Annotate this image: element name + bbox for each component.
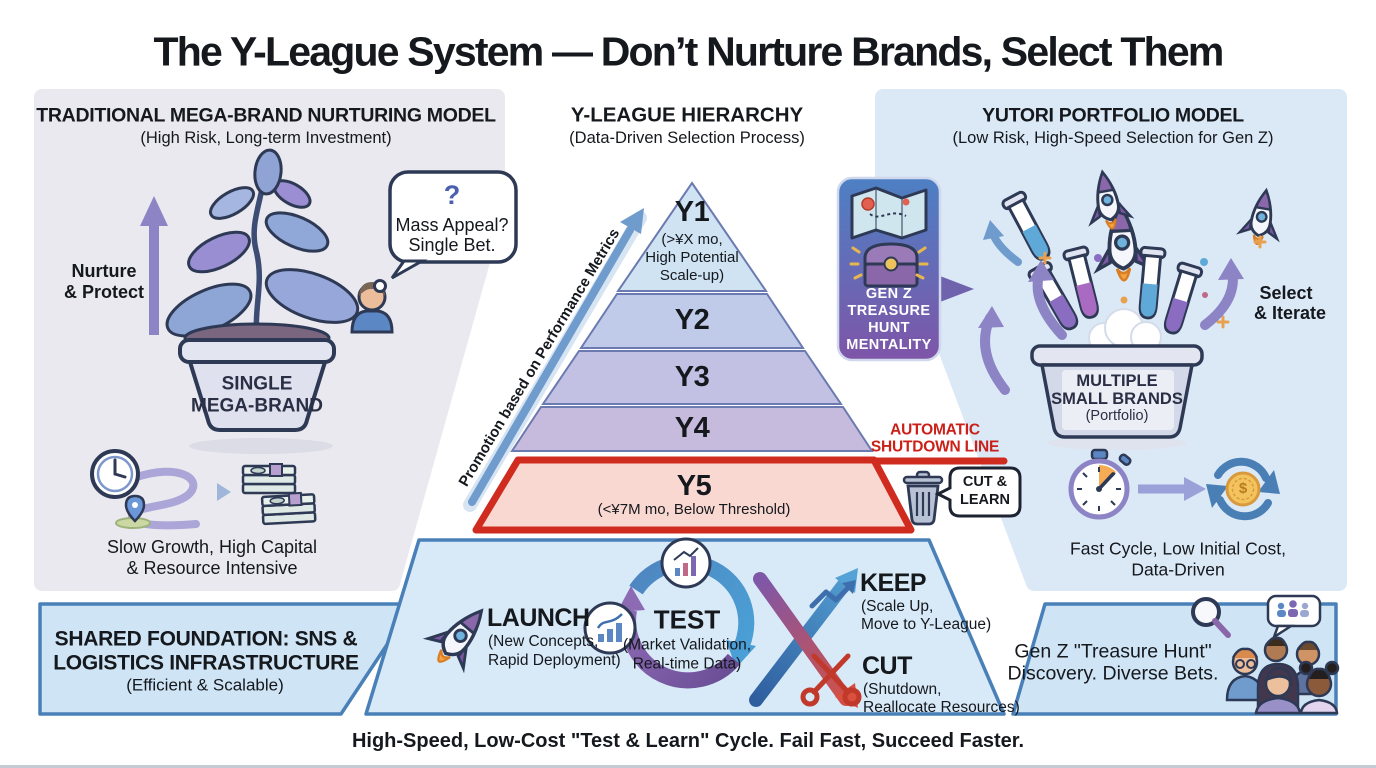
cut-label: CUT bbox=[862, 652, 912, 680]
y1-caption-line1: (>¥X mo, bbox=[661, 230, 723, 248]
right-caption-line2: Data-Driven bbox=[1131, 559, 1225, 580]
coin-cycle-icon bbox=[1206, 457, 1280, 521]
map-icon bbox=[850, 186, 928, 240]
test-label: TEST bbox=[653, 604, 721, 635]
keep-caption-line2: Move to Y-League) bbox=[861, 616, 992, 633]
cut-learn-bubble bbox=[934, 466, 1022, 518]
center-panel-title: Y-LEAGUE HIERARCHY bbox=[570, 103, 804, 127]
container-line3: (Portfolio) bbox=[1085, 408, 1149, 425]
right-panel-subtitle: (Low Risk, High-Speed Selection for Gen … bbox=[952, 128, 1274, 147]
chart-icon bbox=[660, 537, 712, 589]
chart-icon bbox=[583, 601, 637, 655]
pot-label-line2: MEGA-BRAND bbox=[191, 395, 323, 417]
shutdown-label-line2: SHUTDOWN LINE bbox=[870, 438, 1000, 456]
genz-card-line3: HUNT bbox=[868, 320, 910, 337]
treasure-chest-icon bbox=[849, 242, 929, 288]
nurture-label-line2: & Protect bbox=[63, 282, 145, 303]
clock-route-icon bbox=[90, 449, 231, 530]
trash-icon bbox=[902, 470, 944, 526]
test-caption-line2: Real-time Data) bbox=[632, 655, 742, 673]
genz-card-line4: MENTALITY bbox=[846, 337, 932, 354]
pyramid-level-y2 bbox=[579, 293, 805, 349]
pyramid-level-y1 bbox=[616, 181, 768, 292]
genz-card-line1: GEN Z bbox=[865, 286, 913, 303]
launch-caption-line1: (New Concepts, bbox=[488, 633, 599, 650]
people-group-icon bbox=[1225, 636, 1340, 715]
stopwatch-icon bbox=[1068, 448, 1132, 520]
pyramid-level-y4 bbox=[510, 406, 874, 452]
pyramid-level-y3 bbox=[541, 350, 843, 405]
discovery-line1: Gen Z "Treasure Hunt" bbox=[1014, 640, 1212, 663]
pyramid-label-y5: Y5 bbox=[676, 470, 712, 503]
thought-bubble bbox=[373, 170, 518, 293]
fast-arrow-icon bbox=[1138, 477, 1206, 501]
foundation-subtitle: (Efficient & Scalable) bbox=[126, 675, 284, 695]
plant-icon bbox=[165, 148, 360, 454]
curved-arrows bbox=[978, 220, 1244, 395]
chat-bubble-icon bbox=[1266, 594, 1322, 641]
zigzag-arrow-icon bbox=[809, 580, 856, 609]
y5-caption: (<¥7M mo, Below Threshold) bbox=[597, 500, 791, 518]
select-line2: & Iterate bbox=[1253, 303, 1327, 324]
select-line1: Select bbox=[1259, 283, 1313, 304]
launch-label: LAUNCH bbox=[487, 604, 590, 632]
magnifier-icon bbox=[1191, 597, 1231, 638]
pot-label-line1: SINGLE bbox=[221, 373, 293, 395]
small-arrow-icon bbox=[217, 483, 231, 501]
foundation-title-line2: LOGISTICS INFRASTRUCTURE bbox=[53, 651, 359, 675]
left-panel-title: TRADITIONAL MEGA-BRAND NURTURING MODEL bbox=[36, 104, 496, 127]
coin-dollar-glyph: $ bbox=[1238, 479, 1248, 497]
discovery-line2: Discovery. Diverse Bets. bbox=[1007, 662, 1219, 685]
sparkles bbox=[1038, 235, 1267, 329]
center-panel-subtitle: (Data-Driven Selection Process) bbox=[569, 128, 805, 147]
foundation-box-shape bbox=[38, 602, 416, 716]
question-mark: ? bbox=[443, 180, 461, 211]
footer-caption: High-Speed, Low-Cost "Test & Learn" Cycl… bbox=[351, 730, 1025, 752]
pyramid-label-y4: Y4 bbox=[674, 412, 710, 445]
test-caption-line1: (Market Validation, bbox=[622, 636, 752, 654]
pyramid-label-y1: Y1 bbox=[674, 196, 710, 229]
left-panel-subtitle: (High Risk, Long-term Investment) bbox=[140, 128, 392, 147]
left-caption-line1: Slow Growth, High Capital bbox=[106, 537, 318, 558]
left-caption-line2: & Resource Intensive bbox=[126, 558, 298, 579]
y1-caption-line3: Scale-up) bbox=[659, 266, 725, 284]
thought-line1: Mass Appeal? bbox=[395, 215, 509, 236]
container-line1: MULTIPLE bbox=[1076, 371, 1158, 390]
right-panel-title: YUTORI PORTFOLIO MODEL bbox=[982, 104, 1244, 127]
cut-learn-line2: LEARN bbox=[960, 492, 1010, 509]
cut-caption-line2: Reallocate Resources) bbox=[863, 699, 1020, 716]
genz-card-line2: TREASURE bbox=[847, 303, 931, 320]
foundation-title-line1: SHARED FOUNDATION: SNS & bbox=[54, 627, 358, 651]
portfolio-container bbox=[1030, 344, 1204, 450]
launch-caption-line2: Rapid Deployment) bbox=[488, 652, 621, 669]
scissors-icon bbox=[800, 653, 862, 707]
thought-line2: Single Bet. bbox=[408, 235, 496, 256]
right-caption-line1: Fast Cycle, Low Initial Cost, bbox=[1070, 538, 1286, 559]
pyramid-label-y2: Y2 bbox=[674, 304, 710, 337]
keep-caption-line1: (Scale Up, bbox=[861, 598, 934, 615]
pyramid-level-y5 bbox=[472, 456, 915, 534]
promotion-arrow bbox=[463, 208, 647, 512]
y1-caption-line2: High Potential bbox=[645, 248, 739, 266]
cut-caption-line1: (Shutdown, bbox=[863, 681, 942, 698]
pyramid bbox=[472, 181, 1008, 534]
pyramid-label-y3: Y3 bbox=[674, 361, 710, 394]
shutdown-label-line1: AUTOMATIC bbox=[890, 421, 980, 439]
keep-label: KEEP bbox=[860, 569, 927, 597]
up-arrow-icon bbox=[140, 196, 168, 335]
page-title: The Y-League System — Don’t Nurture Bran… bbox=[153, 28, 1224, 75]
nurture-label-line1: Nurture bbox=[71, 261, 137, 282]
bottom-edge-line bbox=[0, 765, 1376, 768]
cut-learn-line1: CUT & bbox=[962, 474, 1008, 491]
container-line2: SMALL BRANDS bbox=[1051, 389, 1183, 408]
